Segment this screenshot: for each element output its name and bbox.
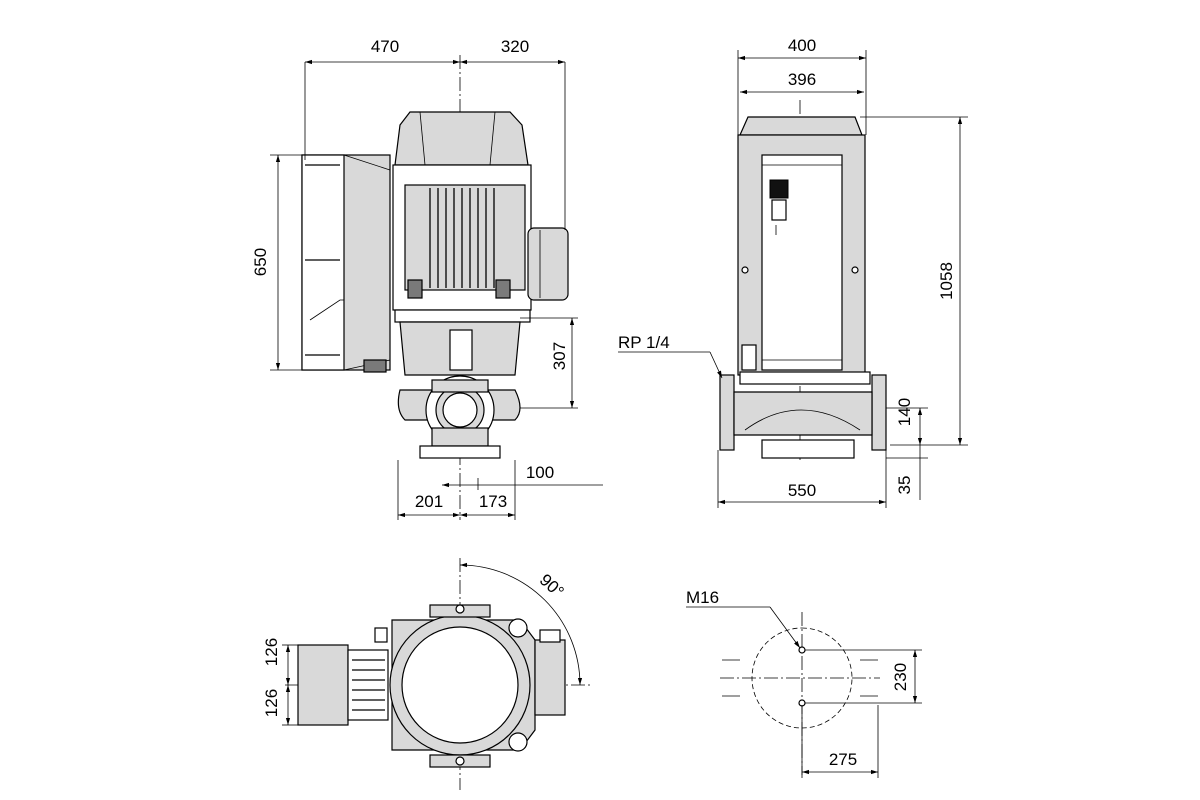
side-motor [737,116,866,376]
dim-m16: M16 [686,588,719,607]
foundation-view: M16 230 275 [686,588,922,778]
side-pump [719,371,887,459]
dim-470: 470 [371,37,399,56]
dim-35: 35 [895,476,914,495]
dim-173: 173 [479,492,507,511]
dim-650-label: 650 [251,248,270,276]
dim-side-width: 400 396 [737,36,867,135]
dim-1058: 1058 [860,116,968,446]
dim-140: 140 [895,398,914,426]
bolt-callout: M16 [686,588,801,649]
front-view: 470 320 650 307 100 201 173 [251,37,603,520]
dim-230-label: 230 [891,663,910,691]
dim-400: 400 [788,36,816,55]
top-control-unit [297,627,389,726]
dim-307: 307 [520,317,578,409]
dim-126-lower: 126 [262,689,281,717]
dim-550-label: 550 [788,481,816,500]
top-pump-body [389,604,566,768]
dim-base-front: 100 201 173 [397,460,603,520]
control-unit [301,154,391,373]
dim-top-offsets: 126 126 [262,638,298,726]
pump-housing [397,321,521,459]
dim-126-upper: 126 [262,638,281,666]
side-view: 400 396 1058 RP 1/4 140 35 [618,36,968,508]
dim-100: 100 [526,463,554,482]
port-callout: RP 1/4 [618,333,723,379]
top-view: 90° 126 126 [262,558,590,790]
dim-320: 320 [501,37,529,56]
dim-275: 275 [801,705,879,778]
dim-396: 396 [788,70,816,89]
motor [392,111,569,323]
dim-230: 230 [805,649,922,704]
dim-550: 550 [717,450,887,508]
dim-rp14: RP 1/4 [618,333,670,352]
dim-650: 650 [251,154,302,371]
motor-cooling-fins [429,188,495,288]
dim-201: 201 [415,492,443,511]
dim-1058-label: 1058 [937,262,956,300]
dim-side-heights: 140 35 [886,398,928,500]
dim-275-label: 275 [829,750,857,769]
dim-top-front: 470 320 [304,37,566,230]
dim-307-label: 307 [550,342,569,370]
dim-90: 90° [536,570,568,601]
